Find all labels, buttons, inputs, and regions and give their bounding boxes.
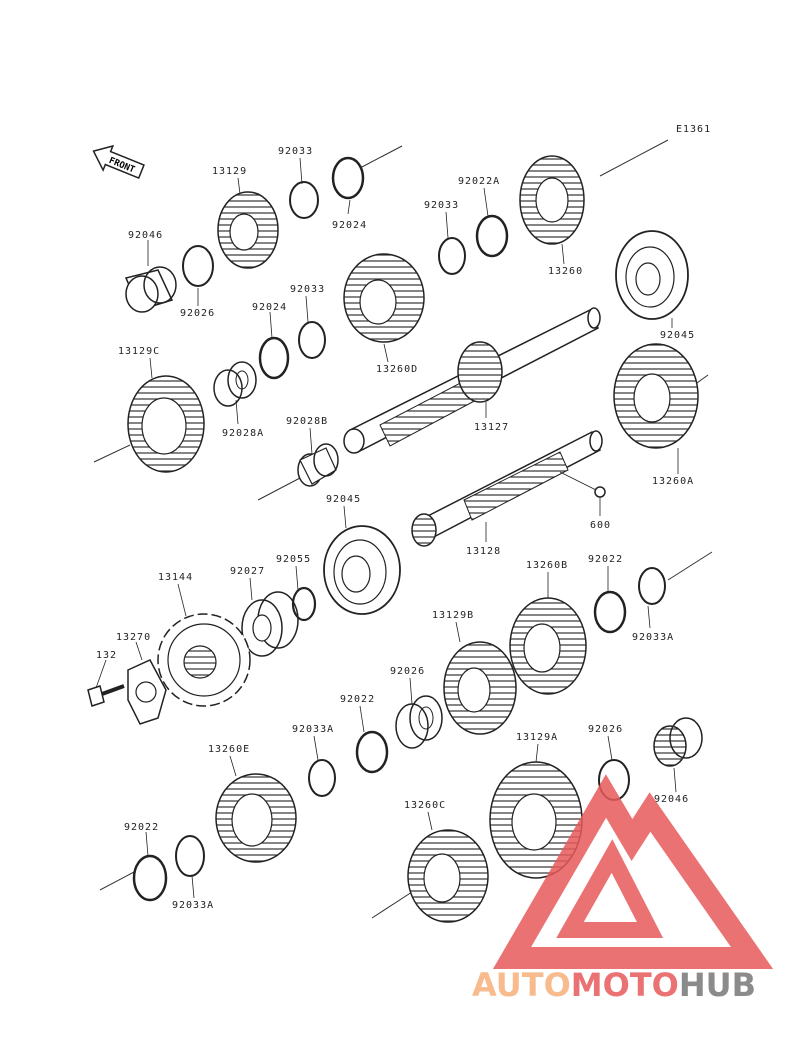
label-13260C: 13260C <box>404 800 446 811</box>
label-13128: 13128 <box>466 546 501 557</box>
label-13260E: 13260E <box>208 744 250 755</box>
label-92022-right: 92022 <box>588 554 623 565</box>
needle-bearing-92026 <box>395 695 443 749</box>
sprocket-13144 <box>157 613 251 707</box>
diagram-code: E1361 <box>676 124 711 135</box>
washer-92026-top <box>182 245 214 287</box>
bushing-92046-top <box>124 266 177 313</box>
watermark-auto: AUTO <box>472 966 571 1004</box>
circlip-92033A-right <box>638 567 666 605</box>
lock-plate-13270 <box>127 659 167 725</box>
label-92045-right: 92045 <box>660 330 695 341</box>
label-92033A-left: 92033A <box>172 900 214 911</box>
label-92022-left: 92022 <box>124 822 159 833</box>
gear-13260A <box>613 343 699 449</box>
bushing-92028B <box>297 443 339 487</box>
bolt-132 <box>87 684 125 707</box>
gear-13260D <box>343 253 425 343</box>
label-13260D: 13260D <box>376 364 418 375</box>
bearing-92045-right <box>615 230 689 320</box>
label-13260: 13260 <box>548 266 583 277</box>
leader-lines <box>95 157 679 899</box>
shaft-13127 <box>343 307 601 454</box>
circlip-92033-b <box>298 321 326 359</box>
washer-92022A <box>475 214 509 258</box>
label-132: 132 <box>96 650 117 661</box>
circlip-92033A-b <box>308 759 336 797</box>
label-92033-b: 92033 <box>290 284 325 295</box>
label-13270: 13270 <box>116 632 151 643</box>
label-92046-br: 92046 <box>654 794 689 805</box>
label-13260A: 13260A <box>652 476 694 487</box>
label-92046-top: 92046 <box>128 230 163 241</box>
label-92024-top: 92024 <box>332 220 367 231</box>
label-13127: 13127 <box>474 422 509 433</box>
gear-13129C <box>127 375 205 473</box>
svg-text:AUTOMOTOHUB: AUTOMOTOHUB <box>472 966 756 1004</box>
washer-92022-left <box>132 854 168 902</box>
watermark-moto: MOTO <box>571 966 679 1004</box>
washer-92022-right <box>593 590 627 634</box>
watermark-logo: AUTOMOTOHUB <box>472 774 774 1004</box>
axis-lines <box>93 139 713 919</box>
label-92026-b: 92026 <box>390 666 425 677</box>
ball-600 <box>594 486 606 498</box>
oring-92055 <box>291 586 317 622</box>
label-92026-br: 92026 <box>588 724 623 735</box>
washer-92022-b <box>355 730 389 774</box>
gear-13260B <box>509 597 587 695</box>
front-arrow-icon: FRONT <box>92 144 145 179</box>
gear-13260E <box>215 773 297 863</box>
circlip-92033A-left <box>175 835 205 877</box>
label-92026-top: 92026 <box>180 308 215 319</box>
gear-13129 <box>217 191 279 269</box>
washer-92024-top <box>331 156 365 200</box>
gear-13260 <box>519 155 585 245</box>
part-labels: 13129 92033 92024 92046 92026 92022A 920… <box>96 146 695 911</box>
circlip-92033-mid <box>438 237 466 275</box>
spacer-92027 <box>241 591 299 657</box>
label-92022A: 92022A <box>458 176 500 187</box>
label-92055: 92055 <box>276 554 311 565</box>
gear-13260C <box>407 829 489 923</box>
bearing-92045-center <box>323 525 401 615</box>
label-600: 600 <box>590 520 611 531</box>
label-13144: 13144 <box>158 572 193 583</box>
label-92028B: 92028B <box>286 416 328 427</box>
label-92033A-b: 92033A <box>292 724 334 735</box>
label-92033A-right: 92033A <box>632 632 674 643</box>
bushing-92046-br <box>653 717 703 767</box>
label-13129: 13129 <box>212 166 247 177</box>
label-92033-top: 92033 <box>278 146 313 157</box>
gear-13129B <box>443 641 517 735</box>
shaft-13128 <box>411 430 603 547</box>
label-13129A: 13129A <box>516 732 558 743</box>
needle-bearing-92028A <box>213 361 257 407</box>
label-92024-b: 92024 <box>252 302 287 313</box>
label-92028A: 92028A <box>222 428 264 439</box>
washer-92024-b <box>258 336 290 380</box>
label-92027: 92027 <box>230 566 265 577</box>
label-92045-center: 92045 <box>326 494 361 505</box>
watermark-hub: HUB <box>679 966 756 1004</box>
label-92022-b: 92022 <box>340 694 375 705</box>
label-92033-mid: 92033 <box>424 200 459 211</box>
label-13129C: 13129C <box>118 346 160 357</box>
label-13129B: 13129B <box>432 610 474 621</box>
label-13260B: 13260B <box>526 560 568 571</box>
circlip-92033-top <box>289 181 319 219</box>
